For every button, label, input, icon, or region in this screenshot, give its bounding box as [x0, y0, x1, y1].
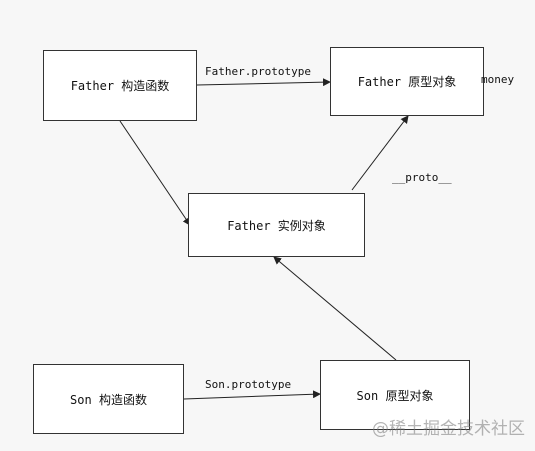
- proto-edge-label: __proto__: [392, 171, 452, 184]
- edge-father-ctor-to-instance: [119, 120, 191, 226]
- son-prototype-node: Son 原型对象: [320, 360, 470, 430]
- edge-father-ctor-to-father-proto: [196, 78, 331, 87]
- father-constructor-label: Father 构造函数: [70, 79, 170, 93]
- son-prototype-edge-label: Son.prototype: [205, 378, 292, 391]
- son-constructor-node: Son 构造函数: [33, 364, 184, 434]
- edge-son-ctor-to-son-proto: [183, 390, 321, 400]
- watermark-text: @稀土掘金技术社区: [372, 419, 525, 439]
- money-label: money: [481, 73, 515, 86]
- father-instance-node: Father 实例对象: [188, 193, 365, 257]
- father-prototype-edge-label: Father.prototype: [205, 65, 311, 78]
- son-prototype-label: Son 原型对象: [356, 388, 434, 403]
- edge-son-proto-to-instance: [273, 256, 397, 361]
- father-constructor-node: Father 构造函数: [43, 50, 197, 121]
- father-prototype-node: Father 原型对象: [330, 47, 484, 116]
- son-constructor-label: Son 构造函数: [70, 392, 147, 407]
- edge-instance-to-father-proto: [351, 115, 409, 191]
- father-prototype-label: Father 原型对象: [357, 75, 457, 89]
- watermark: @稀土掘金技术社区: [372, 414, 525, 439]
- father-instance-label: Father 实例对象: [227, 218, 326, 233]
